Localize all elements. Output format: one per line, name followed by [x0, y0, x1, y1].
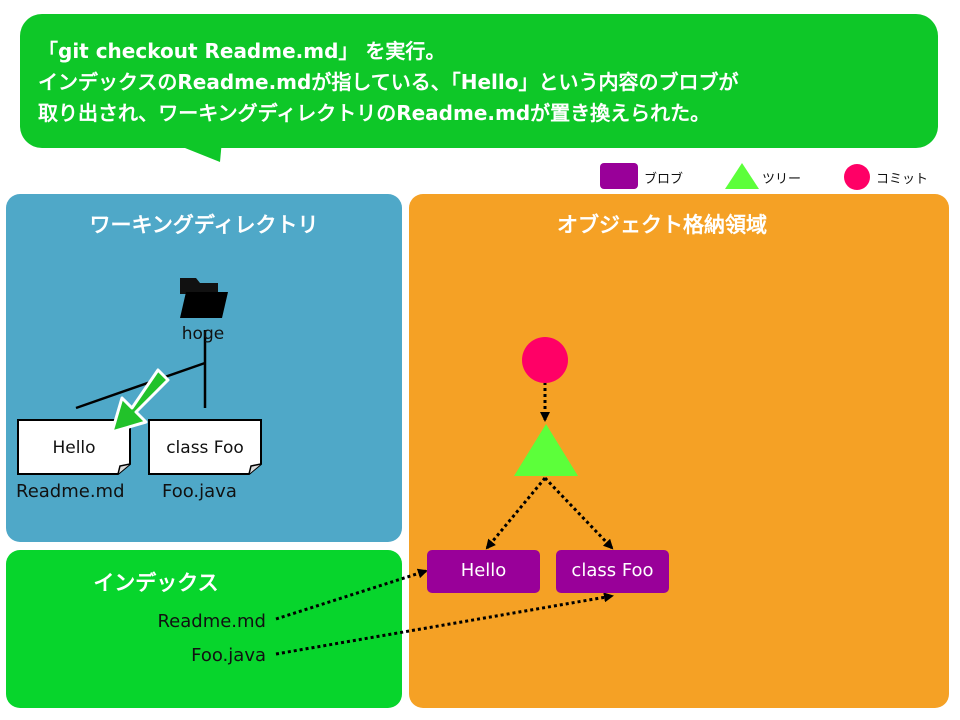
working-directory-title: ワーキングディレクトリ: [89, 213, 319, 237]
file-name-foo: Foo.java: [162, 481, 237, 502]
legend-blob-swatch: [600, 163, 638, 189]
file-content-foo: class Foo: [166, 438, 244, 458]
legend-blob-label: ブロブ: [644, 172, 684, 187]
index-entry-readme: Readme.md: [157, 611, 266, 632]
index-entry-foo: Foo.java: [191, 645, 266, 666]
blob-hello: Hello: [427, 550, 540, 593]
commit-node: [522, 337, 568, 383]
file-name-readme: Readme.md: [16, 481, 125, 502]
object-store-panel: [409, 194, 949, 708]
file-icon-readme: [17, 419, 131, 475]
legend-tree-label: ツリー: [762, 172, 802, 187]
index-panel: [6, 550, 402, 708]
blob-class-foo: class Foo: [556, 550, 669, 593]
file-icon-foo: [148, 419, 262, 475]
legend-commit-label: コミット: [876, 172, 929, 187]
callout-line-1: 「git checkout Readme.md」 を実行。: [38, 39, 446, 63]
folder-name: hoge: [181, 324, 225, 344]
file-content-readme: Hello: [52, 438, 96, 458]
callout-line-2: インデックスのReadme.mdが指している、「Hello」という内容のブロブが: [38, 70, 739, 94]
object-store-title: オブジェクト格納領域: [557, 213, 767, 237]
folder-icon: [180, 278, 228, 318]
tree-node: [514, 424, 578, 476]
index-title: インデックス: [93, 571, 219, 595]
legend-commit-icon: [844, 164, 870, 190]
callout-bubble: [20, 14, 938, 148]
callout-text: 「git checkout Readme.md」 を実行。 インデックスのRea…: [38, 36, 928, 129]
callout-line-3: 取り出され、ワーキングディレクトリのReadme.mdが置き換えられた。: [38, 101, 711, 125]
legend-tree-icon: [725, 163, 759, 189]
replace-arrow-icon: [110, 368, 170, 434]
